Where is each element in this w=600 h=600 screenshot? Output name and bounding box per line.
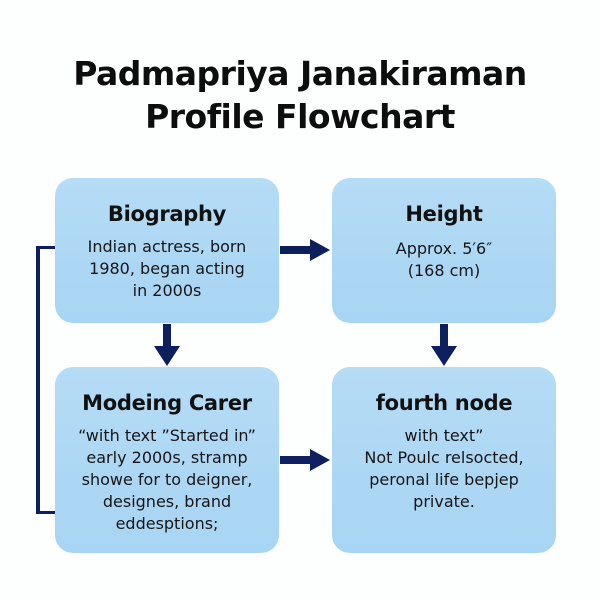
node-body: “with text ”Started in” early 2000s, str… [78,426,256,533]
arrow-down-icon [154,324,180,366]
node-title: Modeing Carer [82,391,252,415]
node-title: Biography [107,202,227,226]
left-bracket-connector [36,246,56,514]
node-title: fourth node [375,391,513,415]
page-title: Padmapriya Janakiraman Profile Flowchart [0,52,600,138]
arrow-right-icon [280,449,330,471]
node-fourth: fourth node with text” Not Poulc relsoct… [332,367,556,553]
node-body: Indian actress, born 1980, began acting … [87,237,247,300]
title-line-1: Padmapriya Janakiraman [73,54,527,93]
node-modeling-career: Modeing Carer “with text ”Started in” ea… [55,367,279,553]
title-line-2: Profile Flowchart [145,97,455,136]
node-biography: Biography Indian actress, born 1980, beg… [55,178,279,323]
node-body: Approx. 5′6″ (168 cm) [395,239,493,280]
arrow-down-icon [431,324,457,366]
node-body: with text” Not Poulc relsocted, peronal … [364,426,524,511]
node-title: Height [405,202,483,226]
arrow-right-icon [280,239,330,261]
node-height: Height Approx. 5′6″ (168 cm) [332,178,556,323]
